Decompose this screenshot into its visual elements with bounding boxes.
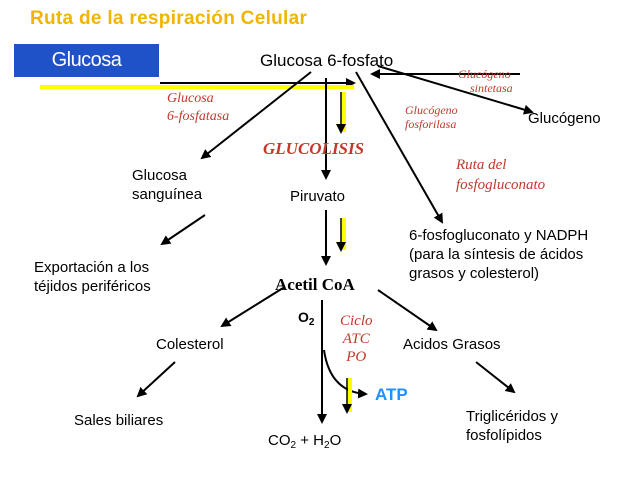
enzyme-line: 6-fosfatasa: [167, 109, 230, 124]
trigliceridos-node: Triglicéridos y fosfolípidos: [466, 407, 558, 445]
enzyme-line: Glucógeno: [405, 103, 458, 117]
ciclo-atc-po-label: Ciclo ATC PO: [340, 312, 373, 366]
node-line: Triglicéridos y: [466, 408, 558, 425]
glucogeno-node: Glucógeno: [528, 110, 601, 127]
fosfogluconato-nadph-node: 6-fosfogluconato y NADPH (para la síntes…: [409, 226, 588, 283]
piruvato-node: Piruvato: [290, 188, 346, 205]
node-line: (para la síntesis de ácidos: [409, 246, 584, 263]
enzyme-line: PO: [346, 349, 367, 365]
node-line: Glucosa: [132, 167, 188, 184]
enzyme-line: fosfogluconato: [456, 177, 546, 193]
arrow-colesterol-to-sales: [136, 361, 176, 398]
glucosa-6-fosfatasa-label: Glucosa 6-fosfatasa: [167, 90, 229, 126]
arrow-acetil-to-acidos: [377, 289, 438, 332]
co2-h2o-node: CO2 + H2O: [268, 432, 342, 451]
enzyme-line: Glucosa: [167, 91, 214, 106]
arrow-acetil-to-colesterol: [220, 287, 284, 328]
glucolisis-label: GLUCOLISIS: [263, 139, 365, 158]
arrow-sanguinea-down-left: [160, 214, 206, 246]
node-line: téjidos periféricos: [34, 278, 151, 295]
o2-label: O2: [298, 308, 315, 328]
arrow-g6p-to-fosfogluconato: [355, 71, 443, 224]
acetil-coa-node: Acetil CoA: [275, 275, 355, 294]
glucogeno-fosforilasa-label: Glucógeno fosforilasa: [405, 103, 458, 131]
node-line: 6-fosfogluconato y NADPH: [409, 227, 589, 244]
acidos-grasos-node: Acidos Grasos: [403, 336, 501, 353]
enzyme-line: Ruta del: [456, 157, 507, 173]
node-line: sanguínea: [132, 186, 203, 203]
node-line: Exportación a los: [34, 259, 150, 276]
enzyme-line: ATC: [342, 331, 370, 347]
arrow-sanguinea-to-exportacion: [236, 213, 282, 246]
glucosa-sanguinea-node: Glucosa sanguínea: [132, 166, 202, 204]
arrow-glucosa-sanguinea-to-exportacion: [220, 212, 282, 246]
glucosa-6-fosfato-node: Glucosa 6-fosfato: [260, 51, 394, 70]
atp-label: ATP: [375, 385, 408, 404]
co-sub: 2: [290, 440, 297, 451]
plus-h-text: + H: [296, 432, 324, 449]
glucogeno-sintetasa-label: Glucógeno sintetasa: [458, 67, 513, 95]
exportacion-node: Exportación a los téjidos periféricos: [34, 258, 151, 296]
enzyme-line: sintetasa: [470, 81, 513, 95]
node-line: fosfolípidos: [466, 427, 542, 444]
enzyme-line: Glucógeno: [458, 67, 511, 81]
h-sub: 2: [324, 440, 330, 451]
glucosa-node: Glucosa: [14, 44, 159, 77]
arrow-to-atp: [323, 349, 368, 399]
colesterol-node: Colesterol: [156, 336, 224, 353]
arrow-exportacion: [218, 210, 280, 245]
diagram-title: Ruta de la respiración Celular: [30, 8, 308, 29]
sales-biliares-node: Sales biliares: [74, 412, 164, 429]
o-text: O: [329, 432, 342, 449]
arrow-acidos-to-trigliceridos: [475, 361, 516, 394]
arrow-g6p-to-glucosa-sanguinea: [200, 71, 312, 160]
enzyme-line: fosforilasa: [405, 117, 457, 131]
node-line: grasos y colesterol): [409, 265, 540, 282]
o2-main: O: [298, 309, 309, 325]
arrow-sanguinea-export: [218, 212, 290, 245]
arrow-glucosa-sangre-exportacion: [160, 212, 202, 244]
enzyme-line: Ciclo: [340, 313, 373, 329]
co-text: CO: [268, 432, 291, 449]
ruta-fosfogluconato-label: Ruta del fosfogluconato: [456, 155, 545, 195]
o2-sub: 2: [308, 317, 315, 328]
